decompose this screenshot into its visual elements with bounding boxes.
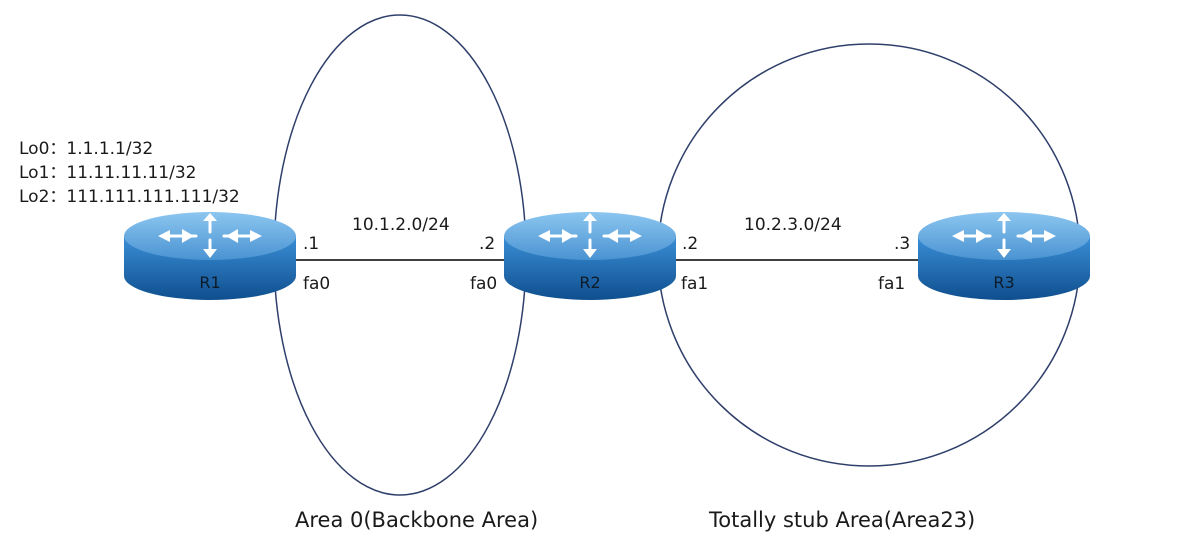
area0-label: Area 0(Backbone Area) bbox=[295, 508, 538, 532]
r2-interface-left: fa0 bbox=[470, 274, 497, 294]
r3-host: .3 bbox=[894, 234, 910, 254]
area0-ellipse bbox=[273, 14, 527, 496]
router-r2: R2 bbox=[502, 210, 678, 302]
router-r3-label: R3 bbox=[993, 273, 1014, 292]
router-r1: R1 bbox=[122, 210, 298, 302]
area23-label: Totally stub Area(Area23) bbox=[708, 508, 975, 532]
r1-interface: fa0 bbox=[303, 274, 330, 294]
router-r3: R3 bbox=[916, 210, 1092, 302]
r2-interface-right: fa1 bbox=[681, 274, 708, 294]
network-r1-r2: 10.1.2.0/24 bbox=[352, 215, 450, 235]
loopback-0: Lo0：1.1.1.1/32 bbox=[19, 139, 153, 159]
loopback-1: Lo1：11.11.11.11/32 bbox=[19, 163, 197, 183]
r3-interface: fa1 bbox=[878, 274, 905, 294]
r1-host: .1 bbox=[303, 234, 319, 254]
r2-host-right: .2 bbox=[682, 234, 698, 254]
router-r1-label: R1 bbox=[199, 273, 220, 292]
loopback-2: Lo2：111.111.111.111/32 bbox=[19, 187, 240, 207]
router-r2-label: R2 bbox=[579, 273, 600, 292]
network-r2-r3: 10.2.3.0/24 bbox=[744, 215, 842, 235]
r2-host-left: .2 bbox=[479, 234, 495, 254]
